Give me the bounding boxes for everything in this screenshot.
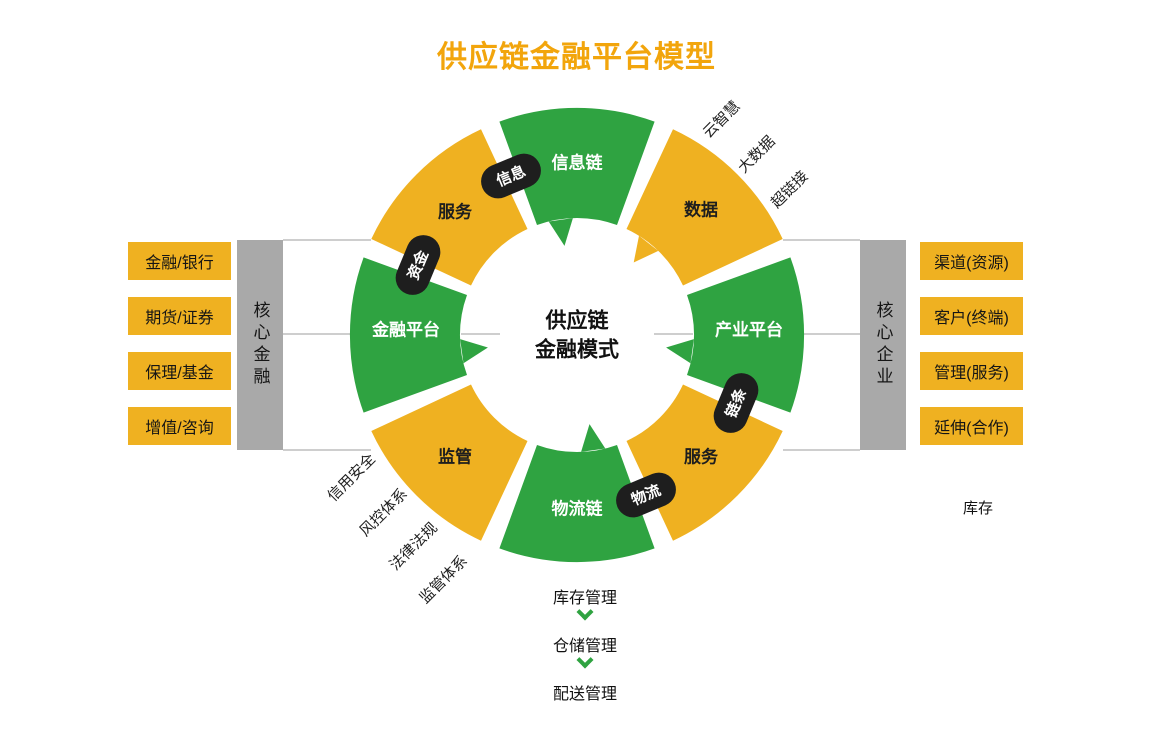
center-title-line1: 供应链	[545, 309, 610, 333]
pointer-data	[633, 235, 659, 263]
badge-chain: 链条	[713, 373, 759, 433]
ring-segment-data	[626, 129, 783, 286]
badge-information: 信息	[481, 153, 541, 199]
label-industry-platform: 产业平台	[715, 320, 783, 340]
label-logistics-chain: 物流链	[552, 499, 604, 519]
left-item-factoring-fund: 保理/基金	[128, 352, 231, 390]
center-title-line2: 金融模式	[534, 338, 619, 362]
label-data: 数据	[684, 200, 718, 220]
ring-segment-logistics-chain	[499, 445, 655, 563]
badge-funds-pill	[395, 235, 441, 295]
page-title: 供应链金融平台模型	[437, 41, 716, 74]
pointer-finance-platform	[460, 339, 488, 364]
flow-warehouse-management: 仓储管理	[552, 638, 618, 655]
pointer-information-chain	[548, 218, 573, 246]
pointer-industry-platform	[666, 339, 694, 364]
flow-inventory-management: 库存管理	[552, 590, 618, 607]
left-item-finance-bank: 金融/银行	[128, 242, 231, 280]
label-inventory: 库存	[963, 500, 994, 517]
label-supervision: 监管	[438, 447, 472, 467]
badge-logistics-pill	[616, 472, 676, 518]
left-item-futures-securities: 期货/证券	[128, 297, 231, 335]
badge-chain-pill	[713, 373, 759, 433]
badge-funds: 资金	[395, 235, 441, 295]
right-item-channel-resource: 渠道(资源)	[920, 242, 1023, 280]
right-item-management-service: 管理(服务)	[920, 352, 1023, 390]
label-information-chain: 信息链	[552, 153, 604, 173]
right-item-customer-terminal: 客户(终端)	[920, 297, 1023, 335]
badge-information-pill	[481, 153, 541, 199]
ring-segment-finance-platform	[349, 257, 467, 413]
pointer-logistics-chain	[581, 424, 606, 452]
ring-segment-industry-platform	[687, 257, 805, 413]
left-item-value-consulting: 增值/咨询	[128, 407, 231, 445]
ring-segment-information-chain	[499, 107, 655, 225]
label-service-bottom-right: 服务	[684, 447, 719, 467]
right-item-extension-cooperation: 延伸(合作)	[920, 407, 1023, 445]
ring-segment-supervision	[371, 384, 528, 541]
label-service-top-left: 服务	[438, 202, 473, 222]
label-finance-platform: 金融平台	[371, 320, 440, 340]
core-enterprise-bar: 核心企业	[860, 240, 906, 450]
badge-logistics: 物流	[616, 472, 676, 518]
flow-distribution-management: 配送管理	[552, 686, 618, 703]
core-finance-bar: 核心金融	[237, 240, 283, 450]
